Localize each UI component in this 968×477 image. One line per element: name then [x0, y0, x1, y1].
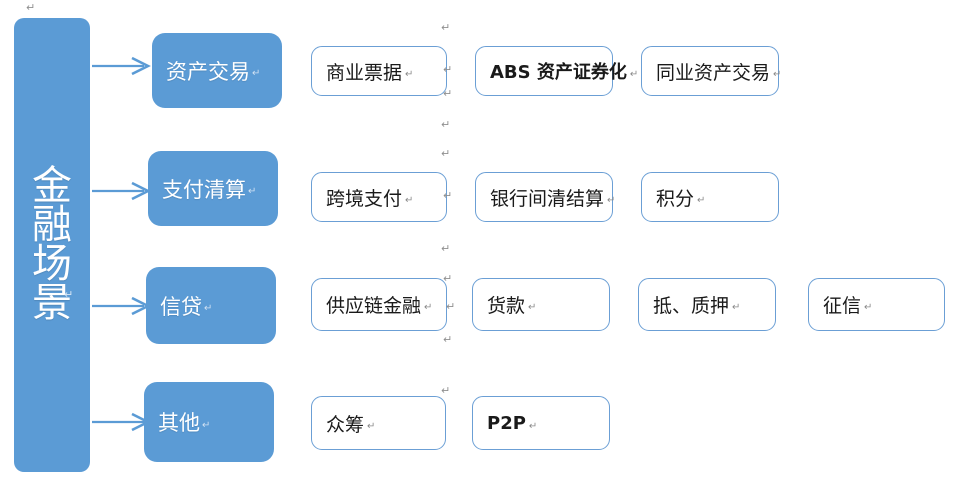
- leaf-box-cross-border-payment[interactable]: 跨境支付 ↵: [311, 172, 447, 222]
- category-box-asset-trading[interactable]: 资产交易 ↵: [152, 33, 282, 108]
- leaf-label: 商业票据: [326, 61, 403, 84]
- pilcrow-mark: ↵: [864, 302, 873, 313]
- leaf-label: P2P: [487, 412, 526, 434]
- pilcrow-mark: ↵: [441, 147, 451, 160]
- category-box-other[interactable]: 其他 ↵: [144, 382, 274, 462]
- pilcrow-mark: ↵: [443, 87, 453, 100]
- pilcrow-mark: ↵: [443, 272, 453, 285]
- trunk-bar: 金融场景 ↵: [14, 18, 90, 472]
- leaf-label: 积分: [656, 187, 695, 210]
- leaf-box-loan-payment[interactable]: 货款 ↵: [472, 278, 610, 331]
- leaf-box-abs-securitization[interactable]: ABS 资产证券化 ↵: [475, 46, 638, 96]
- leaf-box-crowdfunding[interactable]: 众筹 ↵: [311, 396, 446, 450]
- leaf-box-interbank-clearing[interactable]: 银行间清结算 ↵: [475, 172, 616, 222]
- pilcrow-mark: ↵: [443, 333, 453, 346]
- pilcrow-mark: ↵: [202, 419, 211, 431]
- leaf-label: 银行间清结算: [490, 187, 605, 210]
- arrow-to-category-1: [92, 56, 151, 76]
- arrow-to-category-2: [92, 181, 151, 201]
- leaf-label: 征信: [823, 295, 862, 317]
- leaf-label: 供应链金融: [326, 295, 422, 317]
- leaf-label: 众筹: [326, 413, 365, 436]
- leaf-label: 同业资产交易: [656, 61, 771, 84]
- pilcrow-mark: ↵: [443, 63, 453, 76]
- pilcrow-mark: ↵: [443, 189, 453, 202]
- category-label: 资产交易: [166, 59, 250, 84]
- pilcrow-mark: ↵: [732, 302, 741, 313]
- trunk-label: 金融场景: [32, 163, 72, 326]
- leaf-label: ABS 资产证券化: [490, 62, 627, 83]
- pilcrow-mark: ↵: [252, 68, 261, 79]
- pilcrow-mark: ↵: [528, 302, 537, 313]
- pilcrow-mark: ↵: [367, 420, 376, 432]
- category-label: 信贷: [160, 294, 202, 319]
- leaf-box-interbank-asset-trading[interactable]: 同业资产交易 ↵: [641, 46, 782, 96]
- pilcrow-mark: ↵: [697, 194, 706, 206]
- pilcrow-mark: ↵: [405, 68, 414, 80]
- leaf-box-loyalty-points[interactable]: 积分 ↵: [641, 172, 779, 222]
- leaf-label: 货款: [487, 295, 526, 317]
- pilcrow-mark: ↵: [26, 1, 36, 14]
- trunk-pilcrow: ↵: [64, 288, 74, 301]
- category-label: 支付清算: [162, 177, 246, 202]
- pilcrow-mark: ↵: [204, 303, 213, 314]
- pilcrow-mark: ↵: [629, 68, 639, 80]
- leaf-box-p2p[interactable]: P2P ↵: [472, 396, 610, 450]
- category-label: 其他: [158, 411, 200, 435]
- pilcrow-mark: ↵: [607, 194, 616, 206]
- leaf-label: 抵、质押: [653, 295, 730, 317]
- pilcrow-mark: ↵: [446, 300, 456, 313]
- leaf-box-commercial-paper[interactable]: 商业票据 ↵: [311, 46, 447, 96]
- category-box-payment-clearing[interactable]: 支付清算 ↵: [148, 151, 278, 226]
- pilcrow-mark: ↵: [441, 21, 451, 34]
- leaf-box-credit-reporting[interactable]: 征信 ↵: [808, 278, 945, 331]
- pilcrow-mark: ↵: [441, 242, 451, 255]
- pilcrow-mark: ↵: [773, 68, 782, 80]
- leaf-box-mortgage-pledge[interactable]: 抵、质押 ↵: [638, 278, 776, 331]
- pilcrow-mark: ↵: [441, 118, 451, 131]
- pilcrow-mark: ↵: [248, 186, 257, 197]
- arrow-to-category-3: [92, 296, 151, 316]
- pilcrow-mark: ↵: [528, 420, 538, 432]
- pilcrow-mark: ↵: [405, 194, 414, 206]
- pilcrow-mark: ↵: [441, 384, 451, 397]
- pilcrow-mark: ↵: [424, 302, 433, 313]
- leaf-box-supply-chain-finance[interactable]: 供应链金融 ↵: [311, 278, 447, 331]
- category-box-credit[interactable]: 信贷 ↵: [146, 267, 276, 344]
- leaf-label: 跨境支付: [326, 187, 403, 210]
